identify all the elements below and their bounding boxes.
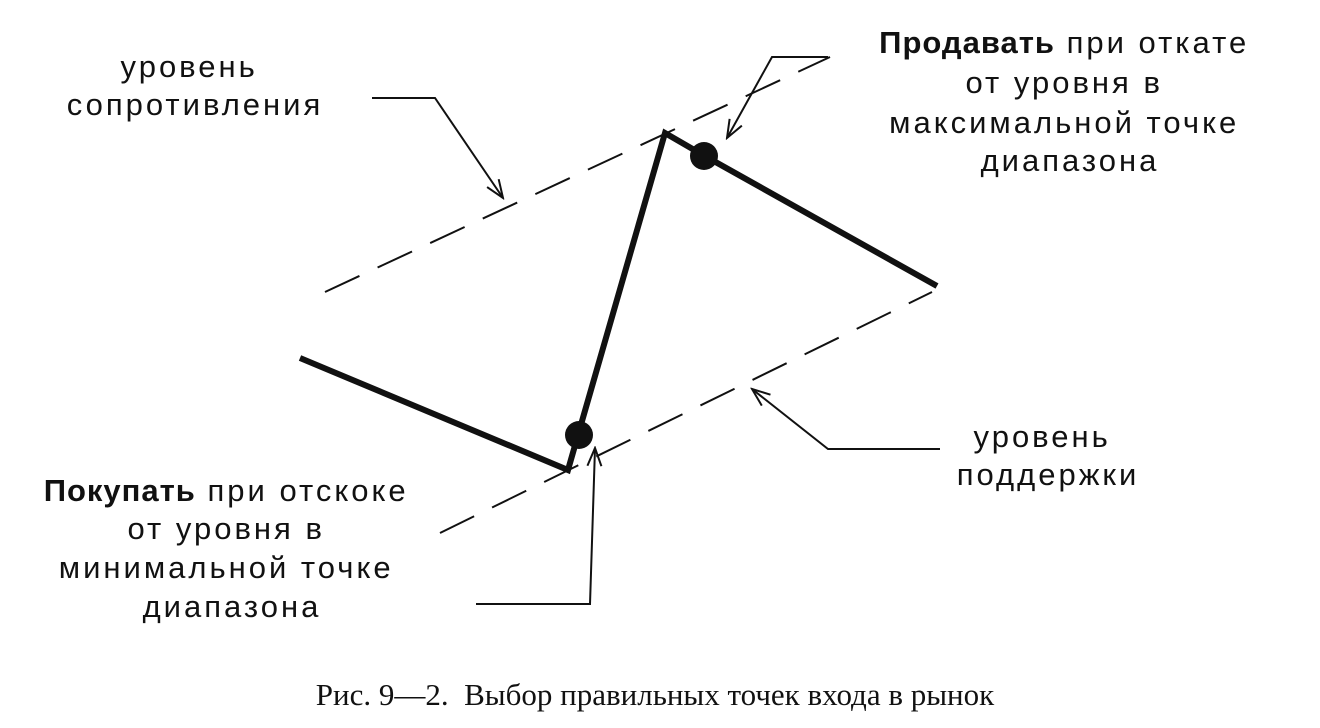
buy-entry-point: [565, 421, 593, 449]
sell-note: Продавать при откате от уровня в максима…: [879, 25, 1261, 178]
buy-note: Покупать при отскоке от уровня в минимал…: [44, 473, 421, 624]
resistance-label-line: уровень: [121, 49, 258, 84]
support-label: уровень поддержки: [957, 419, 1140, 492]
resistance-callout-arrow: [372, 97, 503, 198]
price-path: [298, 128, 939, 475]
support-label-line: поддержки: [957, 457, 1140, 492]
buy-note-line: минимальной точке: [59, 550, 394, 585]
resistance-label-line: сопротивления: [67, 87, 324, 122]
sell-note-line: диапазона: [981, 143, 1160, 178]
sell-note-line: максимальной точке: [889, 105, 1239, 140]
buy-callout-arrow: [476, 448, 595, 605]
resistance-line: [324, 56, 831, 293]
buy-note-line: от уровня в: [127, 511, 324, 546]
sell-callout-arrow: [727, 56, 828, 138]
buy-note-line: Покупать при отскоке: [44, 473, 409, 508]
resistance-label: уровень сопротивления: [67, 49, 324, 122]
figure-caption: Рис. 9—2. Выбор правильных точек входа в…: [316, 677, 995, 712]
buy-note-rest: при отскоке: [196, 473, 409, 508]
buy-note-emphasis: Покупать: [44, 473, 196, 508]
sell-entry-point: [690, 142, 718, 170]
support-label-line: уровень: [974, 419, 1111, 454]
support-line: [439, 291, 933, 534]
buy-note-line: диапазона: [143, 589, 322, 624]
sell-note-line: от уровня в: [965, 65, 1162, 100]
sell-note-line: Продавать при откате: [879, 25, 1249, 60]
sell-note-emphasis: Продавать: [879, 25, 1055, 60]
sell-note-rest: при откате: [1055, 25, 1249, 60]
support-callout-arrow: [752, 389, 940, 450]
